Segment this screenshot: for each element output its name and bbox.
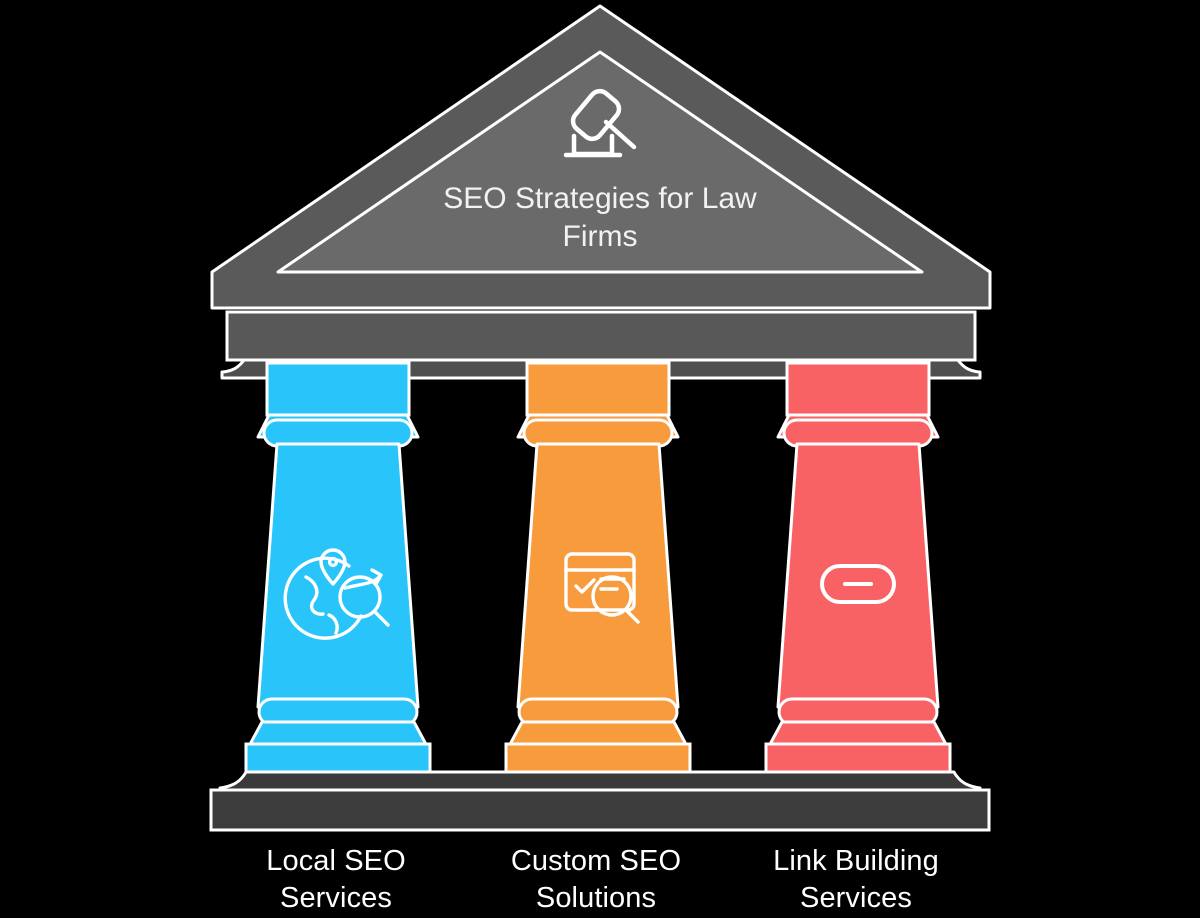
chain-link-right [856,564,896,604]
column-1-torus-top [262,418,414,448]
entablature-frieze [225,310,977,362]
magnifier-handle [373,610,390,627]
column-label-custom-seo: Custom SEO Solutions [510,845,682,914]
column-1-abacus [265,361,411,417]
map-pin [319,548,347,586]
pediment-inner [276,50,924,274]
magnifier-lens [591,575,633,617]
magnifier-handle [624,608,640,624]
column-labels: Local SEO Services Custom SEO Solutions … [0,843,1200,917]
column-label-local-seo: Local SEO Services [266,845,406,914]
column-3-abacus [785,361,931,417]
magnifier-lens [338,575,382,619]
column-2-shaft [516,442,680,709]
column-3-shaft [776,442,940,709]
chain-link-left [820,564,860,604]
base-platform [209,770,991,832]
column-link-building[interactable] [764,361,952,780]
column-custom-seo[interactable] [504,361,692,780]
globe-pin-search-icon [283,548,390,640]
chain-link-icon [820,564,896,604]
gavel-icon [563,88,637,158]
globe-meridian-left [304,575,325,616]
column-3-torus-top [782,418,934,448]
column-local-seo[interactable] [244,361,432,780]
gavel-handle [603,119,637,150]
browser-check-search-icon [564,552,640,624]
globe-arrow-head [370,568,383,586]
platform-slab [209,788,991,832]
map-pin-dot [327,556,339,568]
column-2-abacus [525,361,671,417]
column-label-link-building: Link Building Services [773,845,939,914]
column-2-torus-top [522,418,674,448]
check-mark [574,578,596,594]
globe-meridian-bottom [327,613,339,635]
